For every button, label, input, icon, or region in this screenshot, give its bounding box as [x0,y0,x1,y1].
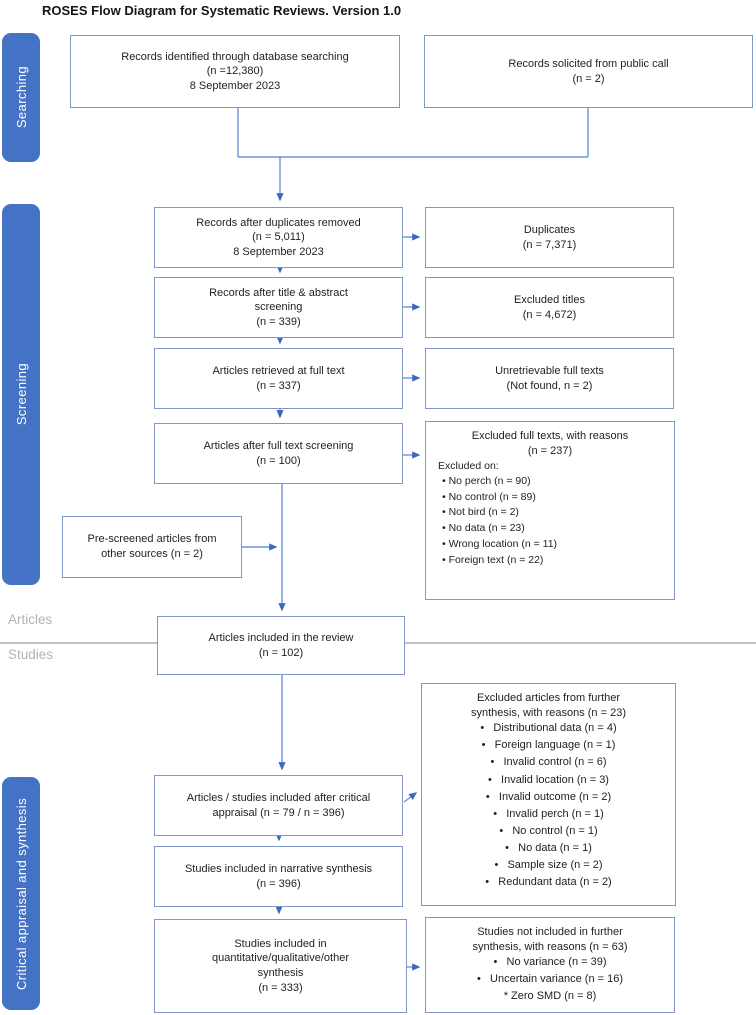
box-line: Studies included in narrative synthesis [184,862,373,875]
reason-item: Invalid outcome (n = 2) [426,789,671,806]
excluded-fulltext-reason-list: No perch (n = 90) No control (n = 89) No… [430,474,557,569]
box-line: appraisal (n = 79 / n = 396) [212,806,345,819]
reason-item: Wrong location (n = 11) [442,537,557,553]
box-records-public-call: Records solicited from public call (n = … [424,35,753,108]
reason-item: Redundant data (n = 2) [426,874,671,891]
box-line: (n = 2) [572,72,605,85]
box-narrative-synthesis: Studies included in narrative synthesis … [154,846,403,907]
box-line: synthesis [257,967,304,979]
reason-item: Invalid perch (n = 1) [426,806,671,823]
box-critical-appraisal: Articles / studies included after critic… [154,775,403,836]
reason-item: Foreign language (n = 1) [426,737,671,754]
box-line: (n = 339) [256,315,301,328]
not-included-reason-list: No variance (n = 39) Uncertain variance … [430,954,670,988]
box-line: Excluded titles [514,293,585,306]
stage-tab-screening-label: Screening [13,363,29,426]
box-line: 8 September 2023 [189,79,281,92]
box-line: (n = 4,672) [522,308,577,321]
box-unretrievable: Unretrievable full texts (Not found, n =… [425,348,674,409]
page-title: ROSES Flow Diagram for Systematic Review… [42,3,402,18]
box-line: (n = 396) [256,877,301,890]
excluded-on-label: Excluded on: [438,460,499,473]
box-duplicates: Duplicates (n = 7,371) [425,207,674,268]
box-line: (Not found, n = 2) [506,379,593,392]
reason-item: Uncertain variance (n = 16) [430,971,670,988]
reason-item: No variance (n = 39) [430,954,670,971]
arrow-to-excluded-articles [403,792,418,803]
box-title-abstract-screening: Records after title & abstract screening… [154,277,403,338]
box-line: Duplicates [523,223,576,236]
box-line: (n =12,380) [206,65,264,78]
box-heading-line: synthesis, with reasons (n = 63) [472,940,628,953]
box-line: Unretrievable full texts [495,364,604,377]
box-prescreened-other-sources: Pre-screened articles from other sources… [62,516,242,578]
box-line: Articles included in the review [208,631,354,644]
stage-tab-searching-label: Searching [13,66,29,129]
box-line: Articles / studies included after critic… [186,791,371,804]
box-excluded-articles-reasons: Excluded articles from further synthesis… [421,683,676,906]
reason-item: No control (n = 1) [426,823,671,840]
box-heading-line: synthesis, with reasons (n = 23) [471,706,626,719]
box-excluded-titles: Excluded titles (n = 4,672) [425,277,674,338]
box-line: screening [254,301,303,314]
box-not-included-reasons: Studies not included in further synthesi… [425,917,675,1013]
box-line: Records after duplicates removed [196,216,361,229]
box-line: (n = 333) [258,981,303,994]
box-retrieved-fulltext: Articles retrieved at full text (n = 337… [154,348,403,409]
box-line: quantitative/qualitative/other [212,952,349,965]
box-line: (n = 100) [256,454,301,467]
reason-item: No perch (n = 90) [442,474,557,490]
box-line: Studies included in [234,937,327,950]
reason-item: No data (n = 1) [426,840,671,857]
box-line: Articles after full text screening [203,439,354,452]
zero-smd-footnote: * Zero SMD (n = 8) [503,990,597,1003]
box-line: 8 September 2023 [233,245,324,258]
stage-tab-critical-appraisal: Critical appraisal and synthesis [2,777,40,1010]
box-heading-line: Studies not included in further [477,926,623,938]
stage-tab-critical-appraisal-label: Critical appraisal and synthesis [13,797,29,990]
box-heading-line: Excluded full texts, with reasons [471,430,629,442]
box-line: Records after title & abstract [209,286,348,299]
box-heading-line: Excluded articles from further [476,692,621,704]
reason-item: Invalid location (n = 3) [426,772,671,789]
box-line: (n = 5,011) [252,231,305,244]
reason-item: No data (n = 23) [442,521,557,537]
box-quantitative-synthesis: Studies included in quantitative/qualita… [154,919,407,1013]
box-heading-line: (n = 237) [527,444,573,457]
box-records-database: Records identified through database sear… [70,35,400,108]
box-line: Articles retrieved at full text [212,364,345,377]
box-after-duplicates: Records after duplicates removed (n = 5,… [154,207,403,268]
reason-item: Foreign text (n = 22) [442,553,557,569]
box-included-review: Articles included in the review (n = 102… [157,616,405,675]
box-line: (n = 337) [256,379,301,392]
stage-tab-screening: Screening [2,204,40,585]
box-line: (n = 7,371) [522,238,577,251]
box-line: Pre-screened articles from [87,533,217,546]
reason-item: Not bird (n = 2) [442,505,557,521]
box-line: (n = 102) [258,646,304,659]
box-line: other sources (n = 2) [101,548,203,560]
stage-tab-searching: Searching [2,33,40,162]
studies-section-label: Studies [8,647,54,662]
box-line: Records solicited from public call [508,57,669,70]
articles-section-label: Articles [8,612,53,627]
reason-item: Distributional data (n = 4) [426,720,671,737]
box-line: Records identified through database sear… [121,50,349,63]
box-excluded-fulltext-reasons: Excluded full texts, with reasons (n = 2… [425,421,675,600]
reason-item: Invalid control (n = 6) [426,754,671,771]
excluded-articles-reason-list: Distributional data (n = 4) Foreign lang… [426,720,671,892]
reason-item: Sample size (n = 2) [426,857,671,874]
box-fulltext-screening: Articles after full text screening (n = … [154,423,403,484]
reason-item: No control (n = 89) [442,490,557,506]
